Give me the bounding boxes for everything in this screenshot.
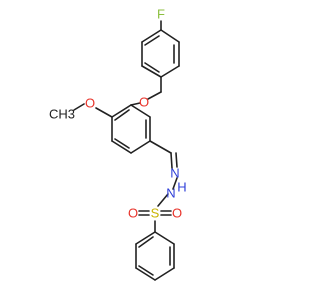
methyl-group-label: CH3 [49, 107, 75, 122]
central-benzene-ring [111, 104, 151, 154]
sulfonyl-oxygen-right: O [172, 206, 182, 221]
amine-hydrogen-atom: H [177, 180, 186, 195]
methoxy-oxygen-atom: O [85, 96, 95, 111]
ch2-oxygen-bond [147, 91, 162, 100]
ring-imine-carbon-bond [149, 140, 172, 154]
methoxy-oxygen-bond [95, 107, 113, 118]
methoxy-methyl-bond [73, 103, 85, 111]
imine-double-bond [170, 152, 173, 169]
fluorophenyl-ring [141, 29, 180, 78]
sulfonyl-oxygen-left: O [128, 206, 138, 221]
nitrogen-nitrogen-bond [172, 177, 178, 190]
imine-nitrogen-atom: N [170, 166, 179, 181]
nitrogen-sulfur-bond [157, 193, 169, 207]
oxygen-ring-bond [130, 102, 141, 106]
atom-labels: F O O CH3 N N H S O O [49, 7, 187, 221]
chemical-structure-diagram: F O O CH3 N N H S O O [49, 7, 187, 281]
phenyl-ring [135, 231, 175, 281]
sulfur-atom: S [151, 206, 160, 221]
amine-nitrogen-atom: N [166, 186, 175, 201]
ether-oxygen-atom: O [139, 95, 149, 110]
fluorine-atom: F [157, 7, 165, 22]
bonds [73, 20, 180, 281]
